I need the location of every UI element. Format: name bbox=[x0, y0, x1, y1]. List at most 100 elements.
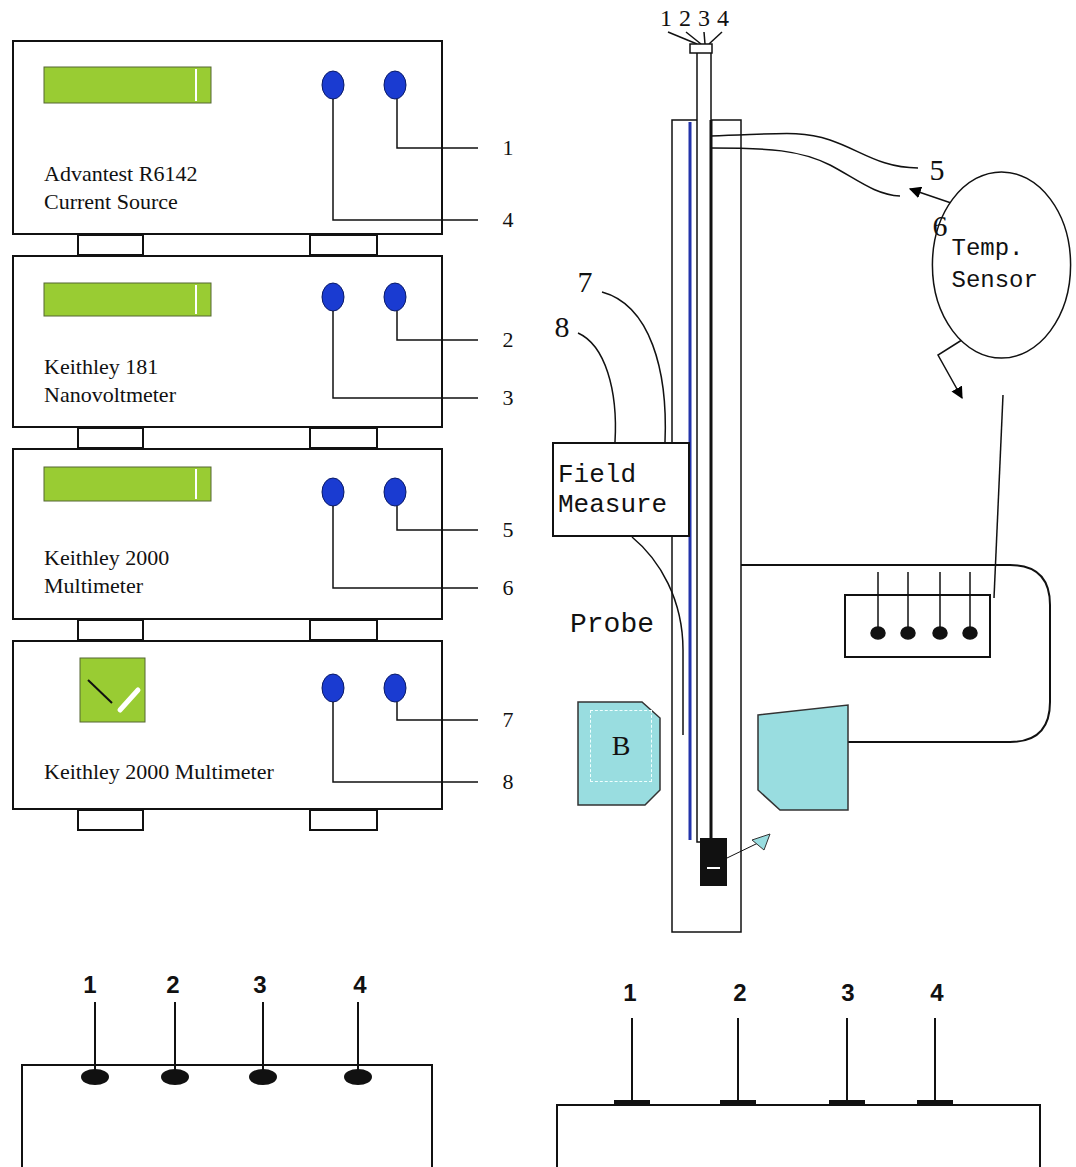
instrument-foot bbox=[78, 235, 143, 255]
thermometer-wire bbox=[994, 395, 1003, 598]
magnet-pole bbox=[578, 702, 660, 805]
contact-number: 4 bbox=[930, 981, 943, 1005]
probe-rod bbox=[690, 44, 712, 53]
node-text: Keithley 2000 Multimeter bbox=[44, 544, 244, 600]
instrument-foot bbox=[78, 235, 377, 830]
callout-leader bbox=[397, 506, 478, 530]
magnet-pole bbox=[578, 702, 848, 810]
instrument-foot bbox=[78, 810, 143, 830]
instrument-panel: Keithley 181 Nanovoltmeter bbox=[12, 255, 443, 428]
contact-number: 2 bbox=[733, 981, 746, 1005]
sample-chip bbox=[752, 834, 770, 850]
ellipse-outline bbox=[932, 172, 1070, 358]
sample-pin bbox=[939, 572, 941, 633]
terminal-knob bbox=[322, 283, 344, 311]
contact-number: 2 bbox=[166, 973, 179, 997]
sample-pin bbox=[901, 627, 915, 639]
sample-contact-side-view bbox=[846, 1018, 848, 1102]
sample-pin bbox=[969, 572, 971, 633]
callout-number: 4 bbox=[503, 209, 514, 231]
callout-leader bbox=[333, 99, 478, 782]
wire-number: 6 bbox=[933, 211, 948, 241]
instrument-foot bbox=[78, 620, 143, 640]
display-cursor bbox=[195, 285, 197, 314]
sample-contact-side-view bbox=[631, 1018, 633, 1102]
callout-number: 5 bbox=[503, 519, 514, 541]
wire-number: 3 bbox=[698, 6, 710, 30]
display-cursor bbox=[195, 69, 197, 101]
instrument-foot bbox=[78, 428, 143, 448]
callout-number: 8 bbox=[503, 771, 514, 793]
callout-number: 3 bbox=[503, 387, 514, 409]
callout-leader bbox=[333, 702, 478, 782]
sample-chip bbox=[707, 867, 720, 869]
magnet-pole bbox=[758, 705, 848, 810]
ellipse-outline bbox=[931, 170, 1072, 360]
sample-chip bbox=[700, 834, 770, 886]
display-cursor bbox=[195, 469, 197, 499]
contact-pad bbox=[614, 1100, 953, 1106]
terminal-knob bbox=[384, 478, 406, 506]
sample-pin bbox=[907, 572, 909, 633]
terminal-knob bbox=[384, 71, 406, 99]
sample-holder bbox=[845, 595, 990, 657]
contact-pad bbox=[720, 1100, 756, 1106]
wire-number: 1 bbox=[660, 6, 672, 30]
sample-contact-view bbox=[22, 1002, 432, 1167]
contact-pad bbox=[614, 1100, 650, 1106]
terminal-knob bbox=[384, 674, 406, 702]
contact-number: 1 bbox=[623, 981, 636, 1005]
analog-needle bbox=[120, 690, 138, 710]
sample-contact-side-view bbox=[737, 1018, 739, 1102]
terminal-knob bbox=[322, 478, 344, 506]
instrument-panel: Advantest R6142 Current Source bbox=[12, 40, 443, 235]
node-text: Field Measure bbox=[558, 460, 684, 520]
sample-pin bbox=[871, 572, 977, 639]
field-probe-wire bbox=[578, 333, 615, 442]
contact-number: 1 bbox=[83, 973, 96, 997]
wire-number: 4 bbox=[717, 6, 729, 30]
sample-contact-view bbox=[94, 1002, 96, 1072]
contact-number: 4 bbox=[353, 973, 366, 997]
callout-number: 6 bbox=[503, 577, 514, 599]
wire-number: 7 bbox=[578, 267, 593, 297]
contact-dot bbox=[161, 1069, 189, 1085]
instrument-panel: Keithley 2000 Multimeter bbox=[12, 448, 443, 620]
sample-pin bbox=[877, 572, 879, 633]
sample-contact-view bbox=[357, 1002, 359, 1072]
instrument-panel: Keithley 2000 Multimeter bbox=[12, 640, 443, 810]
thermometer-wire bbox=[711, 134, 918, 169]
terminal-knob bbox=[322, 71, 344, 99]
field-measure-box: Field Measure bbox=[552, 442, 690, 537]
probe-label: Probe bbox=[570, 611, 654, 639]
analog-needle bbox=[88, 680, 112, 703]
wire-number: 8 bbox=[555, 312, 570, 342]
probe-top-wire bbox=[686, 32, 701, 44]
sample-chip bbox=[700, 838, 727, 886]
contact-pad bbox=[829, 1100, 865, 1106]
sample-pin bbox=[871, 627, 885, 639]
sample-contact-view bbox=[262, 1002, 264, 1072]
sample-chip bbox=[727, 843, 758, 858]
contact-number: 3 bbox=[253, 973, 266, 997]
magnet-pole-box: B bbox=[590, 710, 652, 782]
sample-contact-side-view bbox=[934, 1018, 936, 1102]
sample-contact-view bbox=[22, 1065, 432, 1167]
probe-top-wire bbox=[668, 32, 722, 44]
contact-dot bbox=[344, 1069, 372, 1085]
callout-leader bbox=[333, 99, 478, 220]
sample-pin bbox=[933, 627, 947, 639]
sample-contact-side-view bbox=[557, 1105, 1040, 1167]
node-text: Keithley 181 Nanovoltmeter bbox=[44, 353, 244, 409]
display-cursor bbox=[195, 69, 197, 499]
terminal-knob bbox=[322, 674, 344, 702]
callout-leader bbox=[397, 311, 478, 340]
terminal-knob bbox=[384, 283, 406, 311]
instrument-foot bbox=[310, 235, 377, 255]
probe-rod bbox=[690, 44, 712, 842]
contact-number: 3 bbox=[841, 981, 854, 1005]
instrument-foot bbox=[310, 810, 377, 830]
node-text: B bbox=[612, 730, 631, 762]
contact-dot bbox=[81, 1069, 372, 1085]
contact-pad bbox=[917, 1100, 953, 1106]
